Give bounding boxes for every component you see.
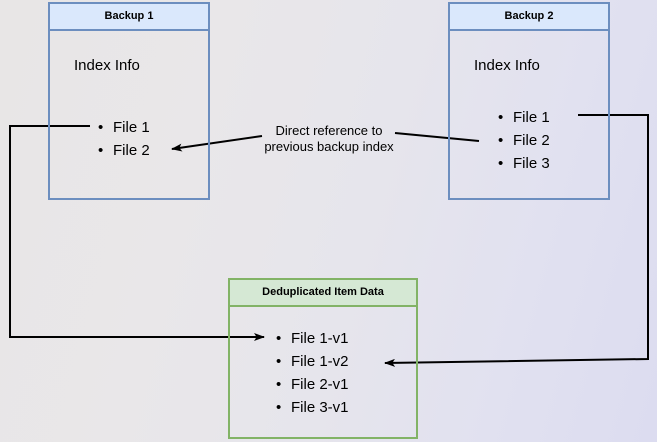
node-backup-2-section-label: Index Info	[474, 57, 540, 74]
node-backup-1-body: Index Info File 1 File 2	[50, 31, 208, 199]
list-item: File 2-v1	[276, 373, 349, 396]
node-backup-1-section-label: Index Info	[74, 57, 140, 74]
node-backup-1[interactable]: Backup 1 Index Info File 1 File 2	[48, 2, 210, 200]
node-backup-2-item-list: File 1 File 2 File 3	[498, 106, 550, 175]
edge-label-direct-reference: Direct reference to previous backup inde…	[264, 123, 394, 154]
list-item: File 2	[98, 139, 150, 162]
node-backup-2-body: Index Info File 1 File 2 File 3	[450, 31, 608, 199]
node-deduplicated-item-data-body: File 1-v1 File 1-v2 File 2-v1 File 3-v1	[230, 307, 416, 438]
list-item: File 1	[498, 106, 550, 129]
list-item: File 1-v1	[276, 327, 349, 350]
list-item: File 1	[98, 116, 150, 139]
node-backup-2[interactable]: Backup 2 Index Info File 1 File 2 File 3	[448, 2, 610, 200]
list-item: File 3-v1	[276, 396, 349, 419]
list-item: File 2	[498, 129, 550, 152]
node-backup-1-item-list: File 1 File 2	[98, 116, 150, 162]
node-deduplicated-item-data[interactable]: Deduplicated Item Data File 1-v1 File 1-…	[228, 278, 418, 439]
node-backup-2-header: Backup 2	[450, 4, 608, 31]
dedup-body-inner: File 1-v1 File 1-v2 File 2-v1 File 3-v1	[230, 307, 416, 438]
node-deduplicated-item-data-header: Deduplicated Item Data	[230, 280, 416, 307]
node-backup-1-header: Backup 1	[50, 4, 208, 31]
list-item: File 1-v2	[276, 350, 349, 373]
list-item: File 3	[498, 152, 550, 175]
node-dedup-item-list: File 1-v1 File 1-v2 File 2-v1 File 3-v1	[276, 327, 349, 419]
